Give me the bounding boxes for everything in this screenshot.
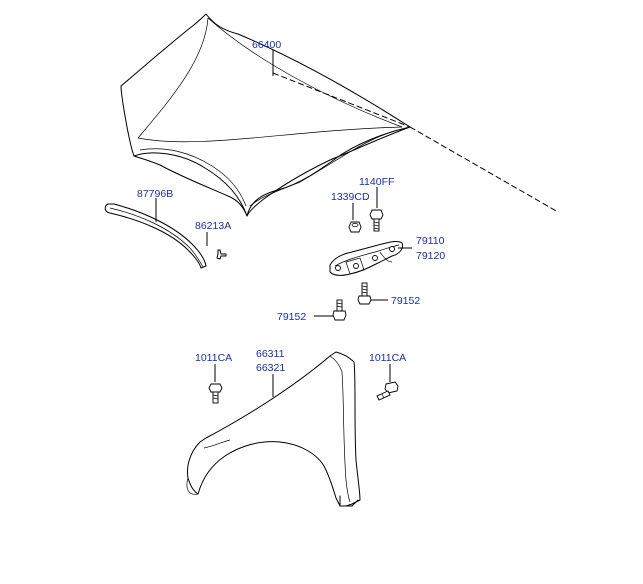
hinge-nut-part-number: 1339CD xyxy=(331,191,370,203)
hood-centerline xyxy=(409,126,559,213)
hood-centerline-upper xyxy=(272,72,411,128)
hood-stay-clip-part-number: 86213A xyxy=(195,220,231,232)
fender-rh-part-number: 66321 xyxy=(256,362,285,374)
hinge-nut-part[interactable] xyxy=(348,221,362,233)
hinge-bolt-top-part-number: 1140FF xyxy=(359,176,394,188)
fender-part[interactable] xyxy=(186,351,361,507)
hinge-bolt-top-part[interactable] xyxy=(369,209,384,232)
hinge-bolt-left-part-number: 79152 xyxy=(277,311,306,323)
fender-bolt-left-part-number: 1011CA xyxy=(195,352,232,364)
fender-bolt-left-part[interactable] xyxy=(208,383,223,404)
fender-bolt-right-part-number: 1011CA xyxy=(369,352,406,364)
hood-hinge-part[interactable] xyxy=(329,240,403,276)
hood-part-number: 66400 xyxy=(252,39,281,51)
hood-stay-clip-part[interactable] xyxy=(216,249,227,260)
hood-hinge-lh-part-number: 79110 xyxy=(416,235,445,247)
hood-hinge-rh-part-number: 79120 xyxy=(416,250,445,262)
fender-bolt-right-part[interactable] xyxy=(376,381,399,401)
weatherstrip-part[interactable] xyxy=(104,203,207,269)
hinge-bolt-left-part[interactable] xyxy=(332,299,347,321)
hinge-bolt-right-part[interactable] xyxy=(357,282,372,305)
weatherstrip-part-number: 87796B xyxy=(137,188,173,200)
fender-lh-part-number: 66311 xyxy=(256,348,285,360)
hood-part[interactable] xyxy=(120,13,411,217)
hinge-bolt-right-part-number: 79152 xyxy=(391,295,420,307)
